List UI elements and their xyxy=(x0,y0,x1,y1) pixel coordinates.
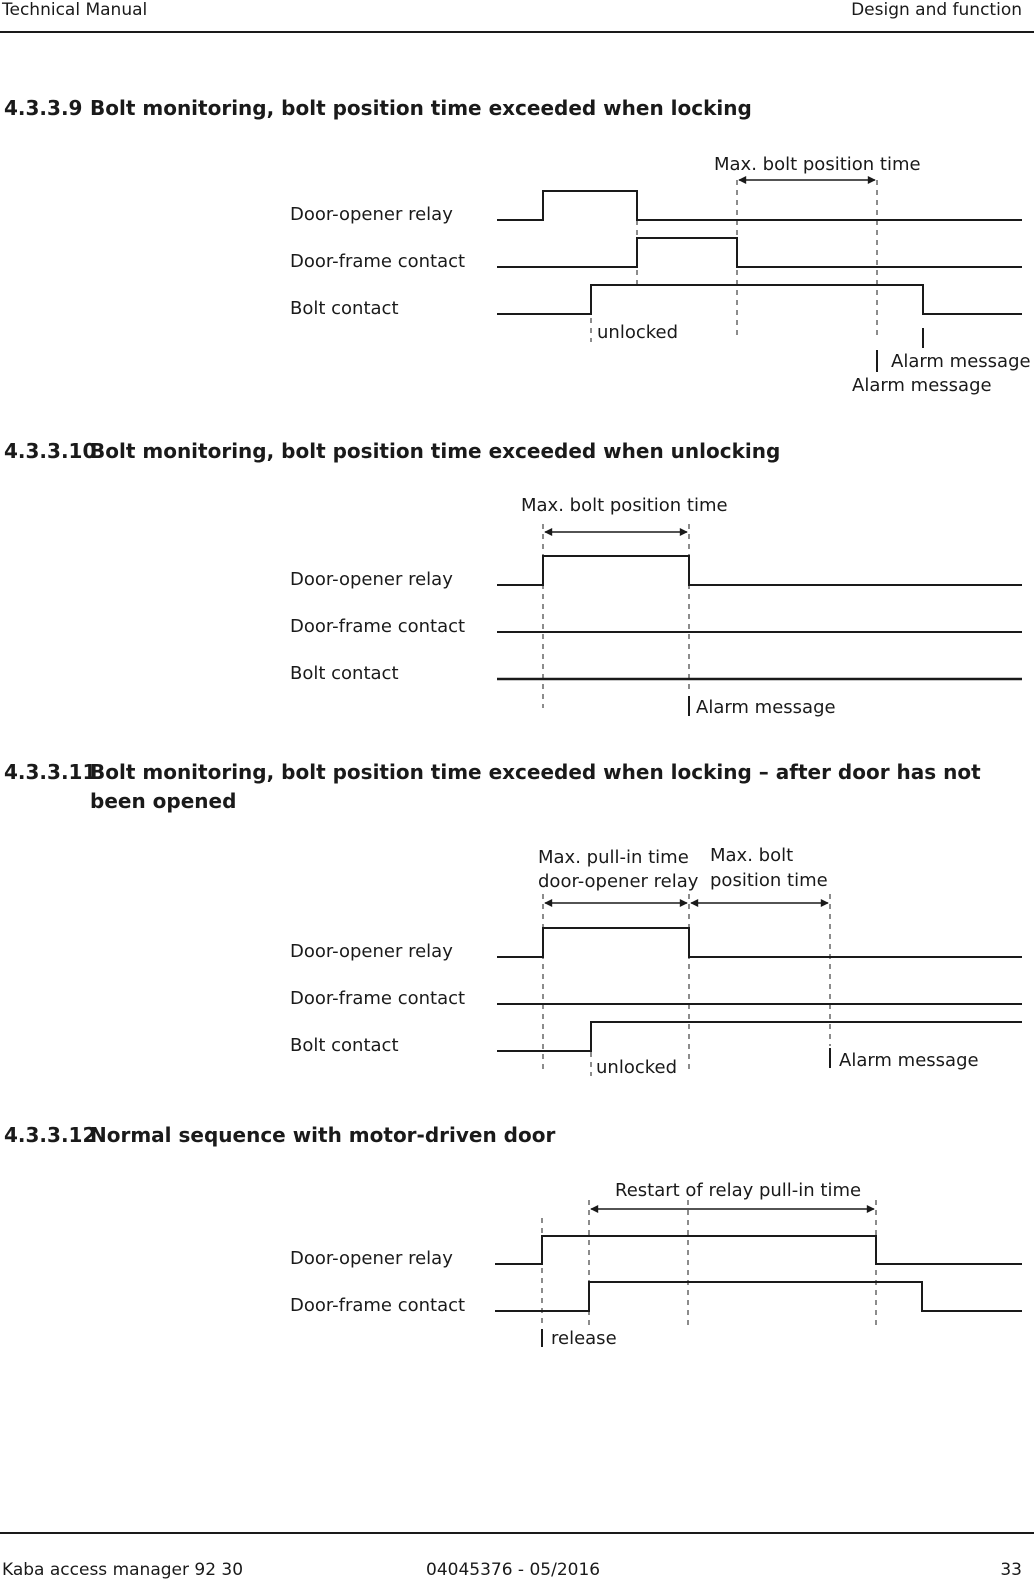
signal-label-door-frame-contact: Door-frame contact xyxy=(290,988,465,1009)
signal-label-door-opener-relay: Door-opener relay xyxy=(290,204,453,225)
signal-trace-door-opener-relay xyxy=(497,555,1022,586)
annotation-alarm-message: Alarm message xyxy=(696,697,836,718)
signal-label-door-opener-relay: Door-opener relay xyxy=(290,1248,453,1269)
section-title: Bolt monitoring, bolt position time exce… xyxy=(90,96,752,120)
header-manual-title: Technical Manual xyxy=(2,0,148,20)
header-chapter-title: Design and function xyxy=(851,0,1022,20)
annotation-unlocked: unlocked xyxy=(597,322,678,343)
footer-page-number: 33 xyxy=(1000,1560,1022,1580)
annotation-release: release xyxy=(551,1328,617,1349)
annotation-alarm-message: Alarm message xyxy=(839,1050,979,1071)
annotation-position-time: position time xyxy=(710,870,828,891)
annotation-restart-relay-pull-in-time: Restart of relay pull-in time xyxy=(615,1180,861,1201)
timing-diagram-4-3-3-10: Door-opener relay Door-frame contact Bol… xyxy=(290,495,1022,718)
signal-trace-door-opener-relay xyxy=(497,927,1022,958)
signal-label-door-frame-contact: Door-frame contact xyxy=(290,616,465,637)
signal-label-bolt-contact: Bolt contact xyxy=(290,298,399,319)
footer-product-name: Kaba access manager 92 30 xyxy=(2,1560,244,1580)
annotation-max-bolt-position-time: Max. bolt position time xyxy=(521,495,728,516)
section-number: 4.3.3.10 xyxy=(4,439,97,463)
footer-document-number: 04045376 - 05/2016 xyxy=(426,1560,601,1580)
section-title: Bolt monitoring, bolt position time exce… xyxy=(90,439,781,463)
timing-diagram-4-3-3-11: Door-opener relay Door-frame contact Bol… xyxy=(290,845,1022,1078)
timing-diagram-4-3-3-12: Door-opener relay Door-frame contact Res… xyxy=(290,1180,1022,1349)
signal-trace-door-opener-relay xyxy=(495,1235,1022,1265)
signal-label-door-frame-contact: Door-frame contact xyxy=(290,251,465,272)
footer-rule xyxy=(0,1532,1034,1534)
signal-trace-door-frame-contact xyxy=(497,237,1022,268)
annotation-door-opener-relay: door-opener relay xyxy=(538,871,699,892)
signal-trace-bolt-contact xyxy=(497,1021,1022,1052)
section-title: Normal sequence with motor-driven door xyxy=(90,1123,556,1147)
annotation-alarm-message: Alarm message xyxy=(891,351,1031,372)
signal-label-door-frame-contact: Door-frame contact xyxy=(290,1295,465,1316)
signal-label-door-opener-relay: Door-opener relay xyxy=(290,569,453,590)
section-number: 4.3.3.9 xyxy=(4,96,83,120)
annotation-alarm-message: Alarm message xyxy=(852,375,992,396)
header-rule xyxy=(0,31,1034,33)
annotation-max-pull-in-time: Max. pull-in time xyxy=(538,847,689,868)
signal-trace-door-opener-relay xyxy=(497,190,1022,221)
annotation-unlocked: unlocked xyxy=(596,1057,677,1078)
section-title: Bolt monitoring, bolt position time exce… xyxy=(90,760,981,813)
signal-label-bolt-contact: Bolt contact xyxy=(290,1035,399,1056)
signal-trace-bolt-contact xyxy=(497,284,1022,315)
annotation-max-bolt: Max. bolt xyxy=(710,845,793,866)
timing-diagram-4-3-3-9: Door-opener relay Door-frame contact Bol… xyxy=(290,154,1031,396)
section-number: 4.3.3.11 xyxy=(4,760,97,784)
annotation-max-bolt-position-time: Max. bolt position time xyxy=(714,154,921,175)
signal-label-bolt-contact: Bolt contact xyxy=(290,663,399,684)
section-number: 4.3.3.12 xyxy=(4,1123,97,1147)
signal-trace-door-frame-contact xyxy=(495,1281,1022,1312)
signal-label-door-opener-relay: Door-opener relay xyxy=(290,941,453,962)
